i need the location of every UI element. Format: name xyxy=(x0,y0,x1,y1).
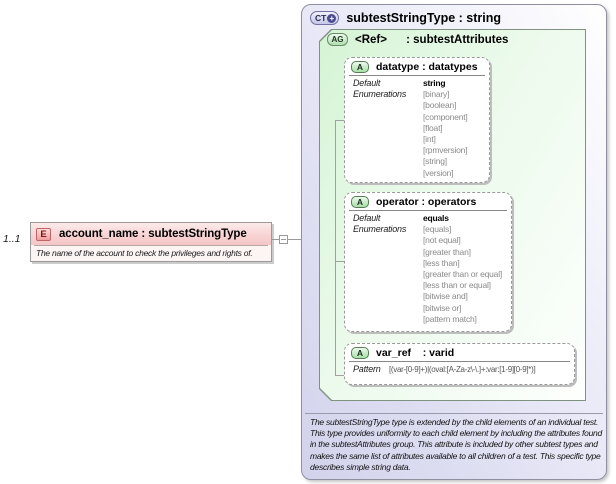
property-value-default: equals xyxy=(423,213,449,223)
attribute-connector-stub xyxy=(335,120,344,121)
attribute-title: var_ref : varid xyxy=(376,347,455,359)
element-title: account_name : subtestStringType xyxy=(59,228,247,240)
property-label-default: Default xyxy=(353,213,381,223)
attribute-separator xyxy=(349,210,507,211)
attribute-properties: Default string Enumerations [binary] [bo… xyxy=(345,76,489,181)
attribute-group-header[interactable]: AG <Ref> : subtestAttributes xyxy=(327,33,508,46)
attribute-title: datatype : datatypes xyxy=(376,61,478,73)
attribute-header[interactable]: A datatype : datatypes xyxy=(345,58,489,75)
property-label-enumerations: Enumerations xyxy=(353,89,407,100)
cardinality-label: 1..1 xyxy=(3,233,21,245)
complex-type-header[interactable]: CT + subtestStringType : string xyxy=(310,11,501,25)
element-separator xyxy=(34,245,268,246)
element-box-account-name[interactable]: E account_name : subtestStringType The n… xyxy=(30,222,272,262)
element-icon: E xyxy=(36,227,51,241)
property-label-enumerations: Enumerations xyxy=(353,224,407,235)
element-annotation: The name of the account to check the pri… xyxy=(36,248,253,258)
attribute-separator xyxy=(349,361,570,362)
property-value-default: string xyxy=(423,78,446,88)
attribute-properties: Default equals Enumerations [equals] [no… xyxy=(345,211,511,327)
attribute-header[interactable]: A var_ref : varid xyxy=(345,344,574,361)
attribute-icon: A xyxy=(351,196,369,208)
property-label-pattern: Pattern xyxy=(353,364,381,374)
property-value-enumerations: [binary] [boolean] [component] [float] [… xyxy=(423,89,468,178)
attribute-group-title: <Ref> : subtestAttributes xyxy=(355,33,509,46)
property-label-default: Default xyxy=(353,78,381,88)
plus-icon: + xyxy=(327,13,337,23)
attribute-box-operator[interactable]: A operator : operators Default equals En… xyxy=(344,192,512,332)
complex-type-title: subtestStringType : string xyxy=(346,11,501,25)
attribute-group-icon: AG xyxy=(327,33,348,46)
complex-type-icon-label: CT xyxy=(315,13,327,23)
property-value-enumerations: [equals] [not equal] [greater than] [les… xyxy=(423,224,503,324)
attribute-connector-stub xyxy=(335,261,344,262)
complex-type-annotation: The subtestStringType type is extended b… xyxy=(310,417,603,472)
element-header[interactable]: E account_name : subtestStringType xyxy=(31,223,271,245)
attribute-properties: Pattern [(var-[0-9]+)|(oval:[A-Za-z\-\.]… xyxy=(345,362,574,377)
attribute-box-datatype[interactable]: A datatype : datatypes Default string En… xyxy=(344,57,490,183)
attribute-icon: A xyxy=(351,347,369,359)
attribute-icon: A xyxy=(351,61,369,73)
property-value-pattern: [(var-[0-9]+)|(oval:[A-Za-z\-\.]+:var:[1… xyxy=(389,365,536,374)
attribute-box-var-ref[interactable]: A var_ref : varid Pattern [(var-[0-9]+)|… xyxy=(344,343,575,385)
annotation-separator xyxy=(305,413,603,414)
complex-type-icon: CT + xyxy=(310,11,340,25)
attribute-connector-trunk xyxy=(335,120,336,376)
attribute-separator xyxy=(349,75,485,76)
attribute-connector-stub xyxy=(335,375,344,376)
attribute-header[interactable]: A operator : operators xyxy=(345,193,511,210)
collapse-toggle-icon[interactable] xyxy=(279,235,288,244)
attribute-title: operator : operators xyxy=(376,196,477,208)
